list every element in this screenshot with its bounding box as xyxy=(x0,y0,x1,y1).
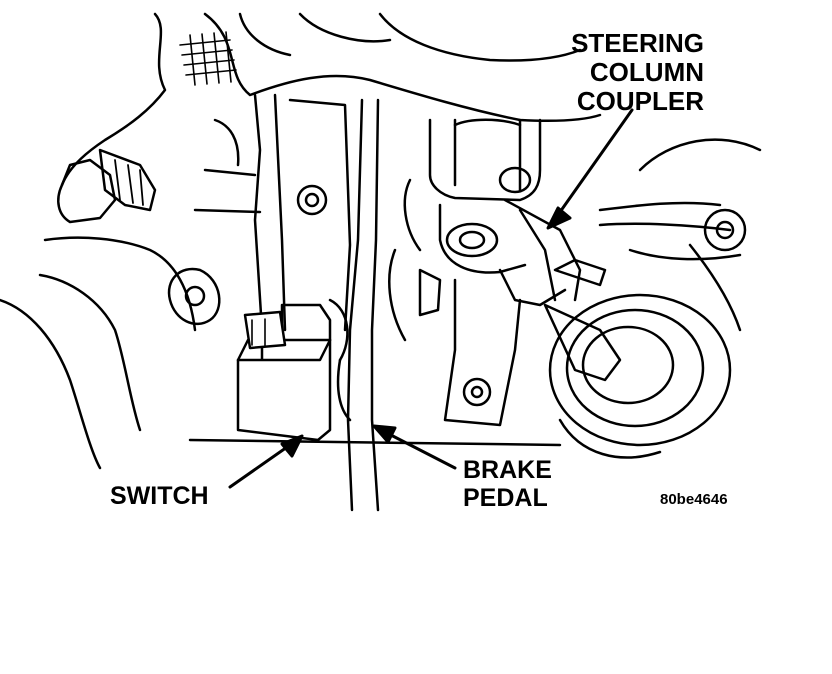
right-structure xyxy=(598,138,762,332)
steering-shaft-boot xyxy=(548,293,732,459)
arrow-to-pedal xyxy=(383,430,457,470)
dash-panel xyxy=(60,12,602,187)
switch-label: SWITCH xyxy=(110,482,209,510)
lower-bracket xyxy=(388,248,522,427)
leader-arrows xyxy=(228,108,634,489)
arrow-to-coupler xyxy=(558,108,634,214)
brake-pedal-label: BRAKE PEDAL xyxy=(463,458,552,514)
arrow-to-switch xyxy=(228,443,292,489)
steering-coupler xyxy=(403,118,622,382)
steering-label-line3: COUPLER xyxy=(576,86,704,116)
steering-column-coupler-label: STEERING COLUMN COUPLER xyxy=(571,30,704,117)
brake-label-line2: PEDAL xyxy=(463,484,548,512)
steering-label-line2: COLUMN xyxy=(589,57,704,87)
brake-label-line1: BRAKE xyxy=(463,456,552,484)
floor-line xyxy=(188,438,562,447)
wiring-harness xyxy=(0,148,197,470)
brake-pedal-arm xyxy=(346,98,380,512)
brake-switch-body xyxy=(236,298,352,442)
figure-code: 80be4646 xyxy=(660,491,728,508)
steering-label-line1: STEERING xyxy=(571,28,704,58)
